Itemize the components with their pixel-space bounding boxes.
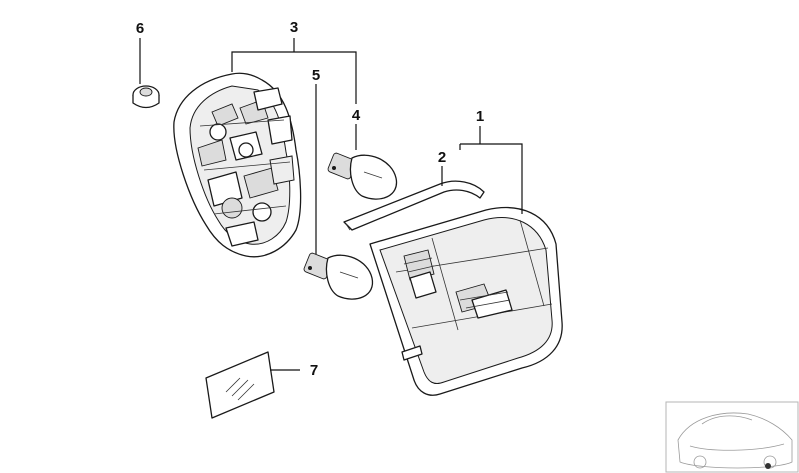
gasket-strip[interactable] (343, 180, 485, 231)
tail-light-lens[interactable] (369, 206, 563, 396)
callout-4: 4 (352, 107, 361, 124)
callout-6: 6 (136, 20, 144, 37)
label-sticker[interactable] (205, 351, 275, 419)
bulb-upper[interactable] (327, 152, 398, 200)
bulb-carrier[interactable] (173, 72, 302, 258)
callout-1: 1 (476, 108, 484, 125)
car-location-thumbnail[interactable] (665, 401, 799, 473)
callout-2: 2 (438, 149, 446, 166)
callout-3: 3 (290, 19, 298, 36)
callout-5: 5 (312, 67, 320, 84)
callout-7: 7 (310, 362, 318, 379)
grommet-nut[interactable] (132, 85, 160, 109)
bulb-lower[interactable] (303, 252, 374, 300)
leader-line-1a (460, 143, 523, 214)
